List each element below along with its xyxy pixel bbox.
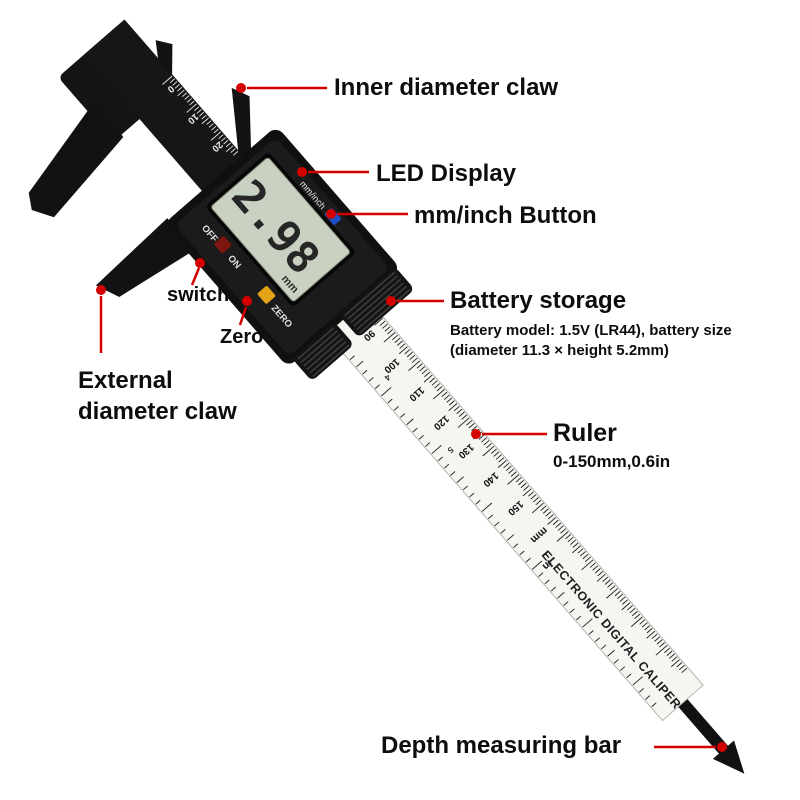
switch-line <box>190 267 201 286</box>
fixed-external-claw <box>28 101 124 218</box>
annotation-leaders <box>99 86 716 749</box>
head-scale-number: 0 <box>165 83 176 95</box>
depth-measuring-bar <box>675 695 731 757</box>
zero-line <box>238 306 248 326</box>
power-switch-button <box>214 236 232 254</box>
thumb-grip-ridges <box>297 326 350 378</box>
switch-dot <box>195 258 205 268</box>
movable-external-claw <box>95 218 195 297</box>
zero-label: Zero <box>220 326 264 348</box>
ruler-inch-number: 5 <box>445 445 455 456</box>
zero-button <box>257 286 276 304</box>
mm-inch-dot <box>326 209 336 219</box>
fixed-inner-claw <box>155 40 173 79</box>
depth-bar-dot <box>717 742 727 752</box>
depth-bar-label: Depth measuring bar <box>381 732 622 759</box>
external-claw-label-line1: External <box>78 367 173 394</box>
mm-scale-ticks <box>358 303 688 674</box>
external-claw-label: External diameter claw <box>78 365 237 427</box>
ruler-dot <box>471 429 481 439</box>
inner-claw-label: Inner diameter claw <box>334 74 559 101</box>
lcd-display <box>211 157 350 302</box>
zero-dot <box>242 296 252 306</box>
brand-text: ELECTRONIC DIGITAL CALIPER <box>539 548 684 712</box>
mm-inch-label: mm/inch Button <box>414 202 597 229</box>
battery-label: Battery storage <box>450 287 627 314</box>
switch-label: switch <box>167 284 230 306</box>
ruler-label: Ruler <box>553 419 617 447</box>
external-claw-label-line2: diameter claw <box>78 398 237 425</box>
inch-scale-ticks <box>330 329 657 708</box>
led-display-dot <box>297 167 307 177</box>
ruler-inch-number: 4 <box>382 372 392 383</box>
inner-claw-dot <box>236 83 246 93</box>
ruler-sub-label: 0-150mm,0.6in <box>553 452 671 471</box>
depth-bar-tip <box>712 740 745 774</box>
thumb-grip <box>294 324 352 379</box>
battery-storage-knob <box>341 269 413 336</box>
annotation-dots <box>96 83 727 752</box>
movable-inner-claw <box>231 87 252 169</box>
external-claw-dot <box>96 285 106 295</box>
battery-knob-ridges <box>344 271 411 334</box>
battery-sub-line1: Battery model: 1.5V (LR44), battery size <box>450 322 732 339</box>
head-scale-ticks <box>162 75 239 156</box>
led-display-label: LED Display <box>376 160 517 187</box>
battery-dot <box>386 296 396 306</box>
battery-sub-line2: (diameter 11.3 × height 5.2mm) <box>450 342 669 359</box>
